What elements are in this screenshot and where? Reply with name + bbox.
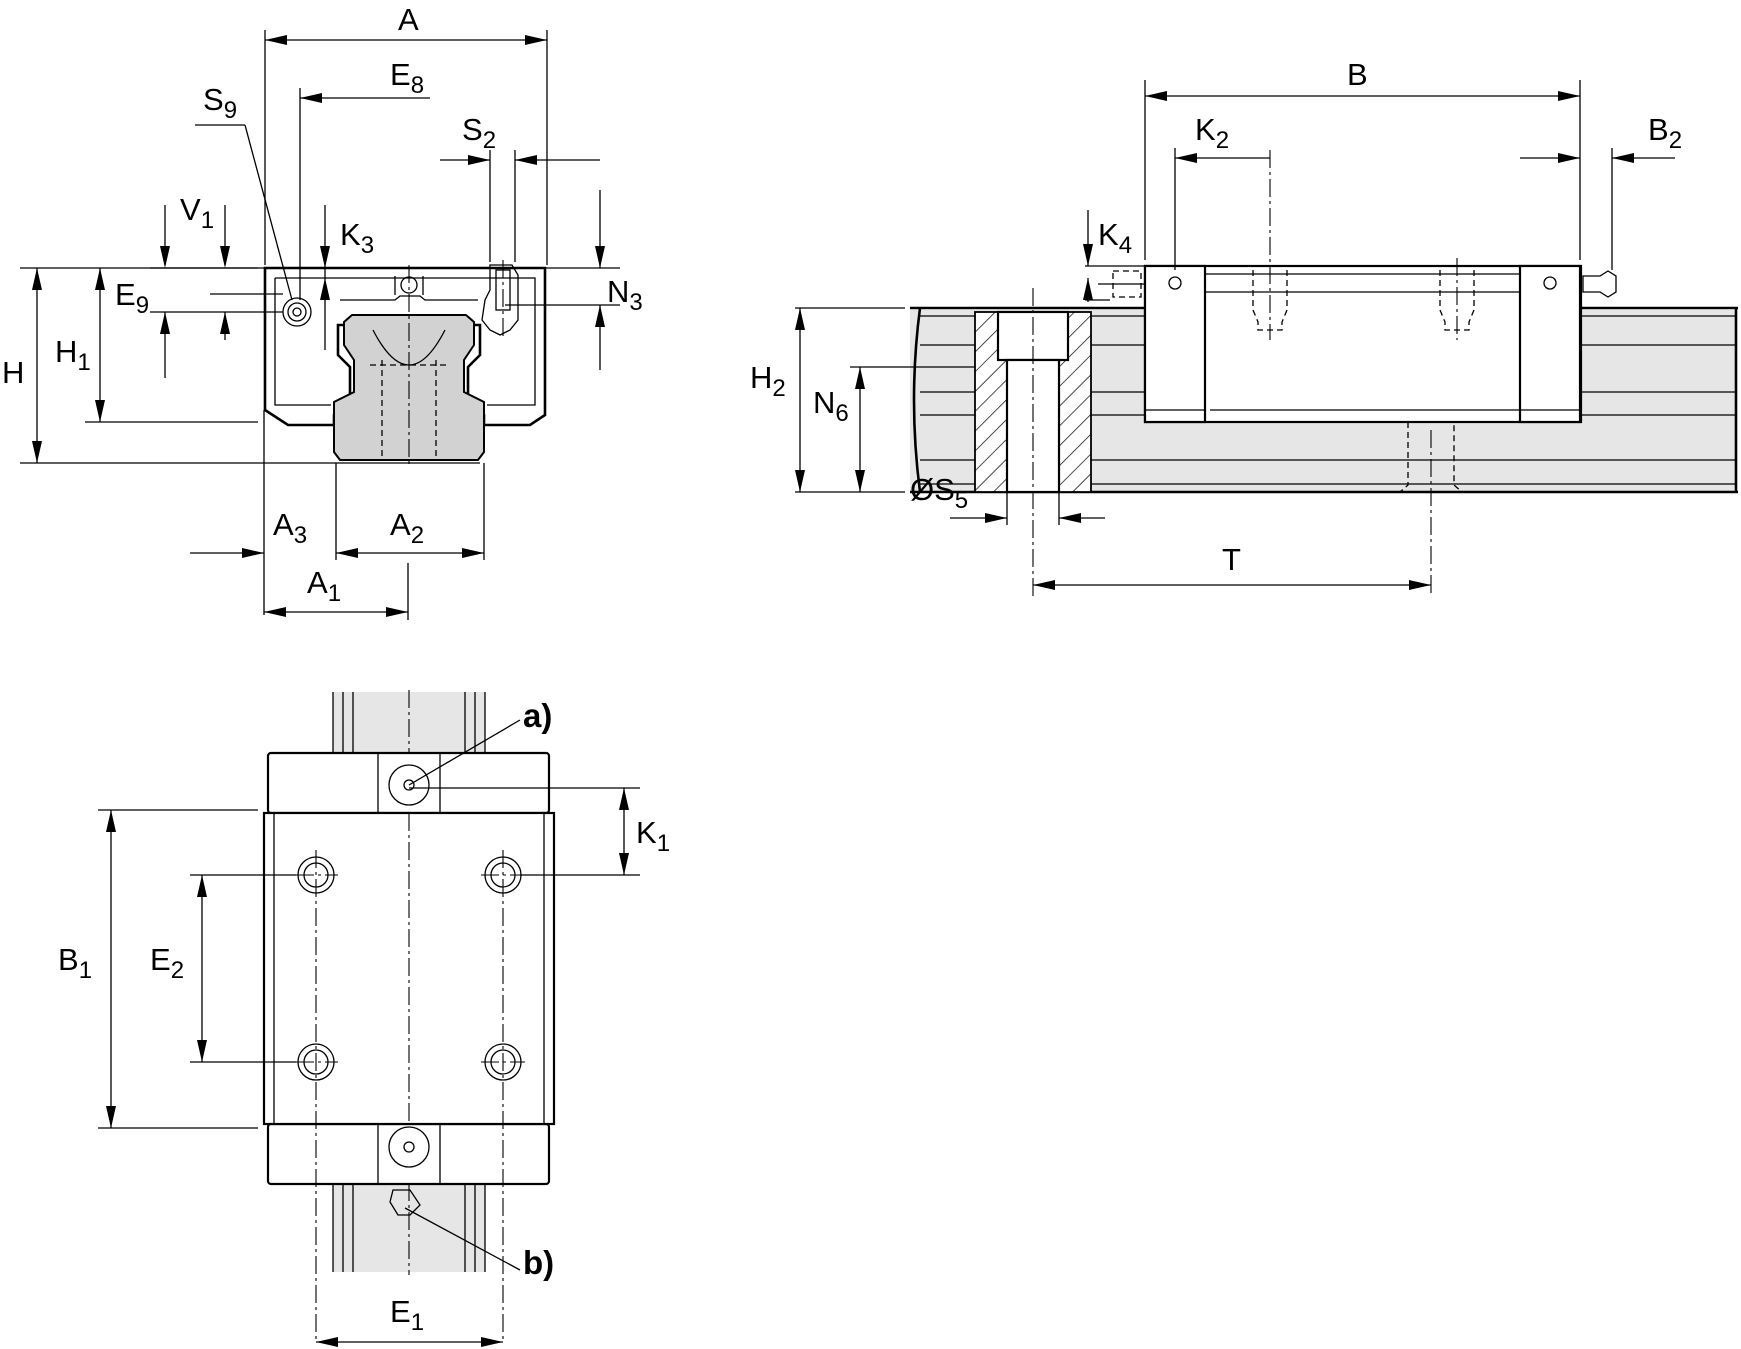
label-A1: A1 (307, 565, 341, 607)
label-H: H (2, 355, 24, 390)
end-cap-left (1143, 264, 1207, 424)
label-B2: B2 (1648, 112, 1682, 154)
carriage-body (1143, 264, 1583, 424)
label-H2: H2 (750, 360, 786, 402)
end-cap-right (1518, 264, 1582, 424)
label-N3: N3 (607, 274, 643, 316)
dimension-labels: A E8 S9 S2 V1 K3 E9 N3 H H1 A3 A2 A1 B K… (2, 2, 1682, 1336)
label-H1: H1 (55, 334, 91, 376)
label-note-a: a) (523, 697, 552, 734)
label-A3: A3 (273, 507, 307, 549)
label-K1: K1 (636, 815, 670, 857)
label-E2: E2 (150, 942, 184, 984)
label-E9: E9 (115, 277, 149, 319)
label-S9: S9 (203, 82, 237, 124)
label-note-b: b) (523, 1244, 554, 1281)
label-A2: A2 (390, 507, 424, 549)
label-B: B (1347, 57, 1368, 92)
label-E1: E1 (390, 1294, 424, 1336)
label-V1: V1 (180, 192, 214, 234)
label-K2: K2 (1195, 112, 1229, 154)
label-A: A (398, 2, 419, 37)
label-S2: S2 (462, 112, 496, 154)
front-view (20, 30, 620, 620)
label-K4: K4 (1098, 217, 1132, 259)
label-S5: ØS5 (910, 472, 968, 514)
label-K3: K3 (340, 217, 374, 259)
end-cap-top (266, 751, 551, 815)
lube-port-circle (282, 297, 312, 327)
top-view (98, 690, 640, 1347)
label-T: T (1222, 542, 1241, 577)
side-view (795, 80, 1738, 600)
end-cap-bottom (266, 1122, 551, 1186)
label-E8: E8 (390, 57, 424, 99)
label-B1: B1 (58, 942, 92, 984)
label-N6: N6 (813, 385, 849, 427)
